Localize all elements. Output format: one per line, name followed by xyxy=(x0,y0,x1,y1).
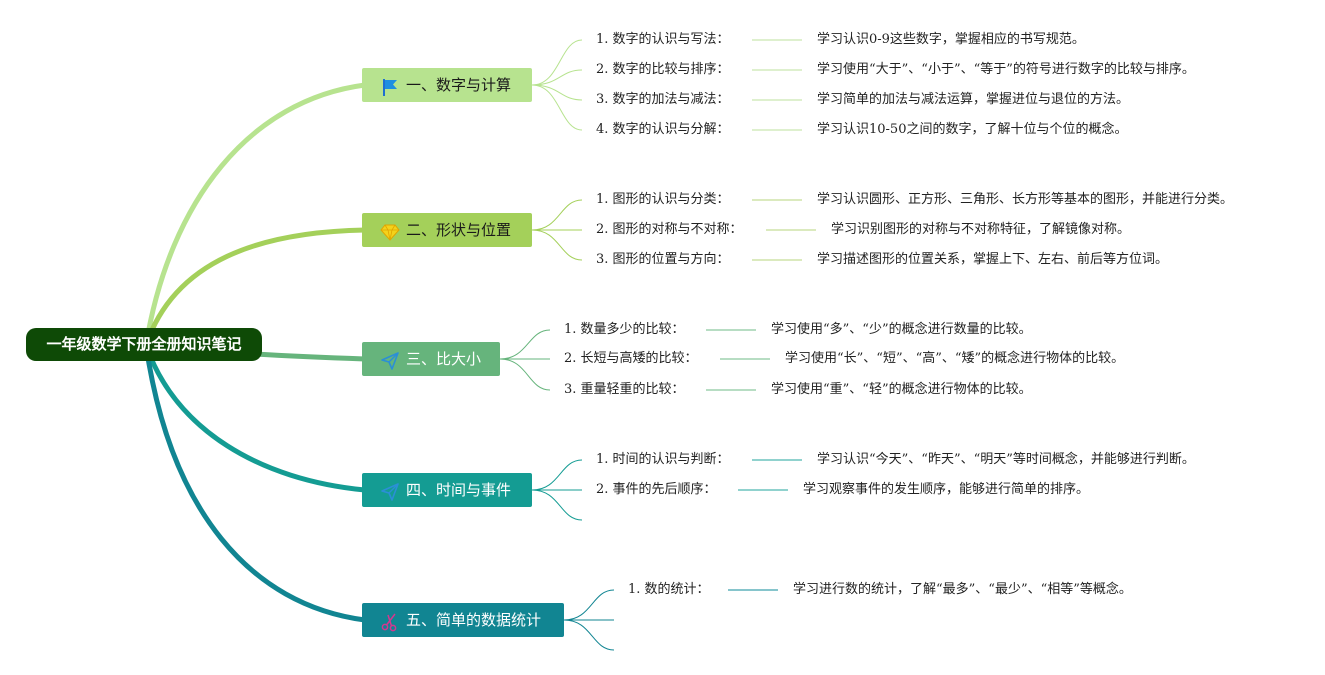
fan-b3-3 xyxy=(499,358,551,391)
branch-label-1: 一、数字与计算 xyxy=(406,76,512,94)
leaf-desc-1-1: 学习认识0-9这些数字，掌握相应的书写规范。 xyxy=(817,32,1085,47)
leaf-label-1-4[interactable]: 4. 数字的认识与分解： xyxy=(596,122,730,137)
branch-node-1[interactable]: 一、数字与计算 xyxy=(362,68,532,102)
branch-label-5: 五、简单的数据统计 xyxy=(406,611,542,629)
leaf-desc-5-1: 学习进行数的统计，了解“最多”、“最少”、“相等”等概念。 xyxy=(793,582,1132,597)
connector-root-b5 xyxy=(143,344,366,623)
branch-label-2: 二、形状与位置 xyxy=(406,221,512,239)
fan-b4-3 xyxy=(531,489,583,521)
leaf-desc-2-3: 学习描述图形的位置关系，掌握上下、左右、前后等方位词。 xyxy=(817,252,1169,267)
leaf-desc-4-2: 学习观察事件的发生顺序，能够进行简单的排序。 xyxy=(803,482,1090,497)
fan-b1-3 xyxy=(531,84,583,101)
fan-b2-3 xyxy=(531,229,583,261)
leaf-label-2-2[interactable]: 2. 图形的对称与不对称： xyxy=(596,222,743,237)
leaf-label-2-3[interactable]: 3. 图形的位置与方向： xyxy=(596,252,730,267)
leaf-label-3-1[interactable]: 1. 数量多少的比较： xyxy=(564,322,685,337)
leaf-label-2-1[interactable]: 1. 图形的认识与分类： xyxy=(596,192,730,207)
branch-node-2[interactable]: 二、形状与位置 xyxy=(362,213,532,247)
leaf-label-4-1[interactable]: 1. 时间的认识与判断： xyxy=(596,452,730,467)
branch-node-3[interactable]: 三、比大小 xyxy=(362,342,500,376)
leaf-desc-4-1: 学习认识“今天”、“昨天”、“明天”等时间概念，并能够进行判断。 xyxy=(817,452,1195,467)
connector-root-b1 xyxy=(143,82,366,346)
paper-plane-icon xyxy=(380,480,400,501)
leaf-desc-3-1: 学习使用“多”、“少”的概念进行数量的比较。 xyxy=(771,322,1032,337)
flag-icon xyxy=(380,75,400,96)
leaf-label-4-2[interactable]: 2. 事件的先后顺序： xyxy=(596,482,717,497)
leaf-desc-1-4: 学习认识10-50之间的数字，了解十位与个位的概念。 xyxy=(817,122,1128,137)
leaf-label-3-2[interactable]: 2. 长短与高矮的比较： xyxy=(564,351,698,366)
branch-node-5[interactable]: 五、简单的数据统计 xyxy=(362,603,564,637)
fan-b5-1 xyxy=(563,589,615,621)
fan-b5-3 xyxy=(563,619,615,651)
fan-b4-1 xyxy=(531,459,583,491)
leaf-desc-1-3: 学习简单的加法与减法运算，掌握进位与退位的方法。 xyxy=(817,92,1130,107)
paper-plane-icon xyxy=(380,349,400,370)
leaf-desc-3-2: 学习使用“长”、“短”、“高”、“矮”的概念进行物体的比较。 xyxy=(785,351,1125,366)
root-node-title[interactable]: 一年级数学下册全册知识笔记 xyxy=(26,328,262,361)
fan-b2-1 xyxy=(531,199,583,231)
diamond-icon xyxy=(380,220,400,241)
fan-b1-2 xyxy=(531,69,583,86)
connector-root-b4 xyxy=(143,344,366,493)
branch-node-4[interactable]: 四、时间与事件 xyxy=(362,473,532,507)
leaf-desc-2-1: 学习认识圆形、正方形、三角形、长方形等基本的图形，并能进行分类。 xyxy=(817,192,1234,207)
leaf-label-5-1[interactable]: 1. 数的统计： xyxy=(628,582,710,597)
leaf-label-1-2[interactable]: 2. 数字的比较与排序： xyxy=(596,62,730,77)
fan-b3-1 xyxy=(499,329,551,360)
leaf-label-3-3[interactable]: 3. 重量轻重的比较： xyxy=(564,382,685,397)
connector-root-b2 xyxy=(143,227,366,346)
leaf-desc-2-2: 学习识别图形的对称与不对称特征，了解镜像对称。 xyxy=(831,222,1131,237)
scissors-icon xyxy=(380,610,400,632)
leaf-label-1-3[interactable]: 3. 数字的加法与减法： xyxy=(596,92,730,107)
fan-b1-4 xyxy=(531,84,583,131)
fan-b1-1 xyxy=(531,39,583,86)
branch-label-4: 四、时间与事件 xyxy=(406,481,512,499)
branch-label-3: 三、比大小 xyxy=(406,350,482,368)
leaf-label-1-1[interactable]: 1. 数字的认识与写法： xyxy=(596,32,730,47)
leaf-desc-1-2: 学习使用“大于”、“小于”、“等于”的符号进行数字的比较与排序。 xyxy=(817,62,1195,77)
leaf-desc-3-3: 学习使用“重”、“轻”的概念进行物体的比较。 xyxy=(771,382,1032,397)
